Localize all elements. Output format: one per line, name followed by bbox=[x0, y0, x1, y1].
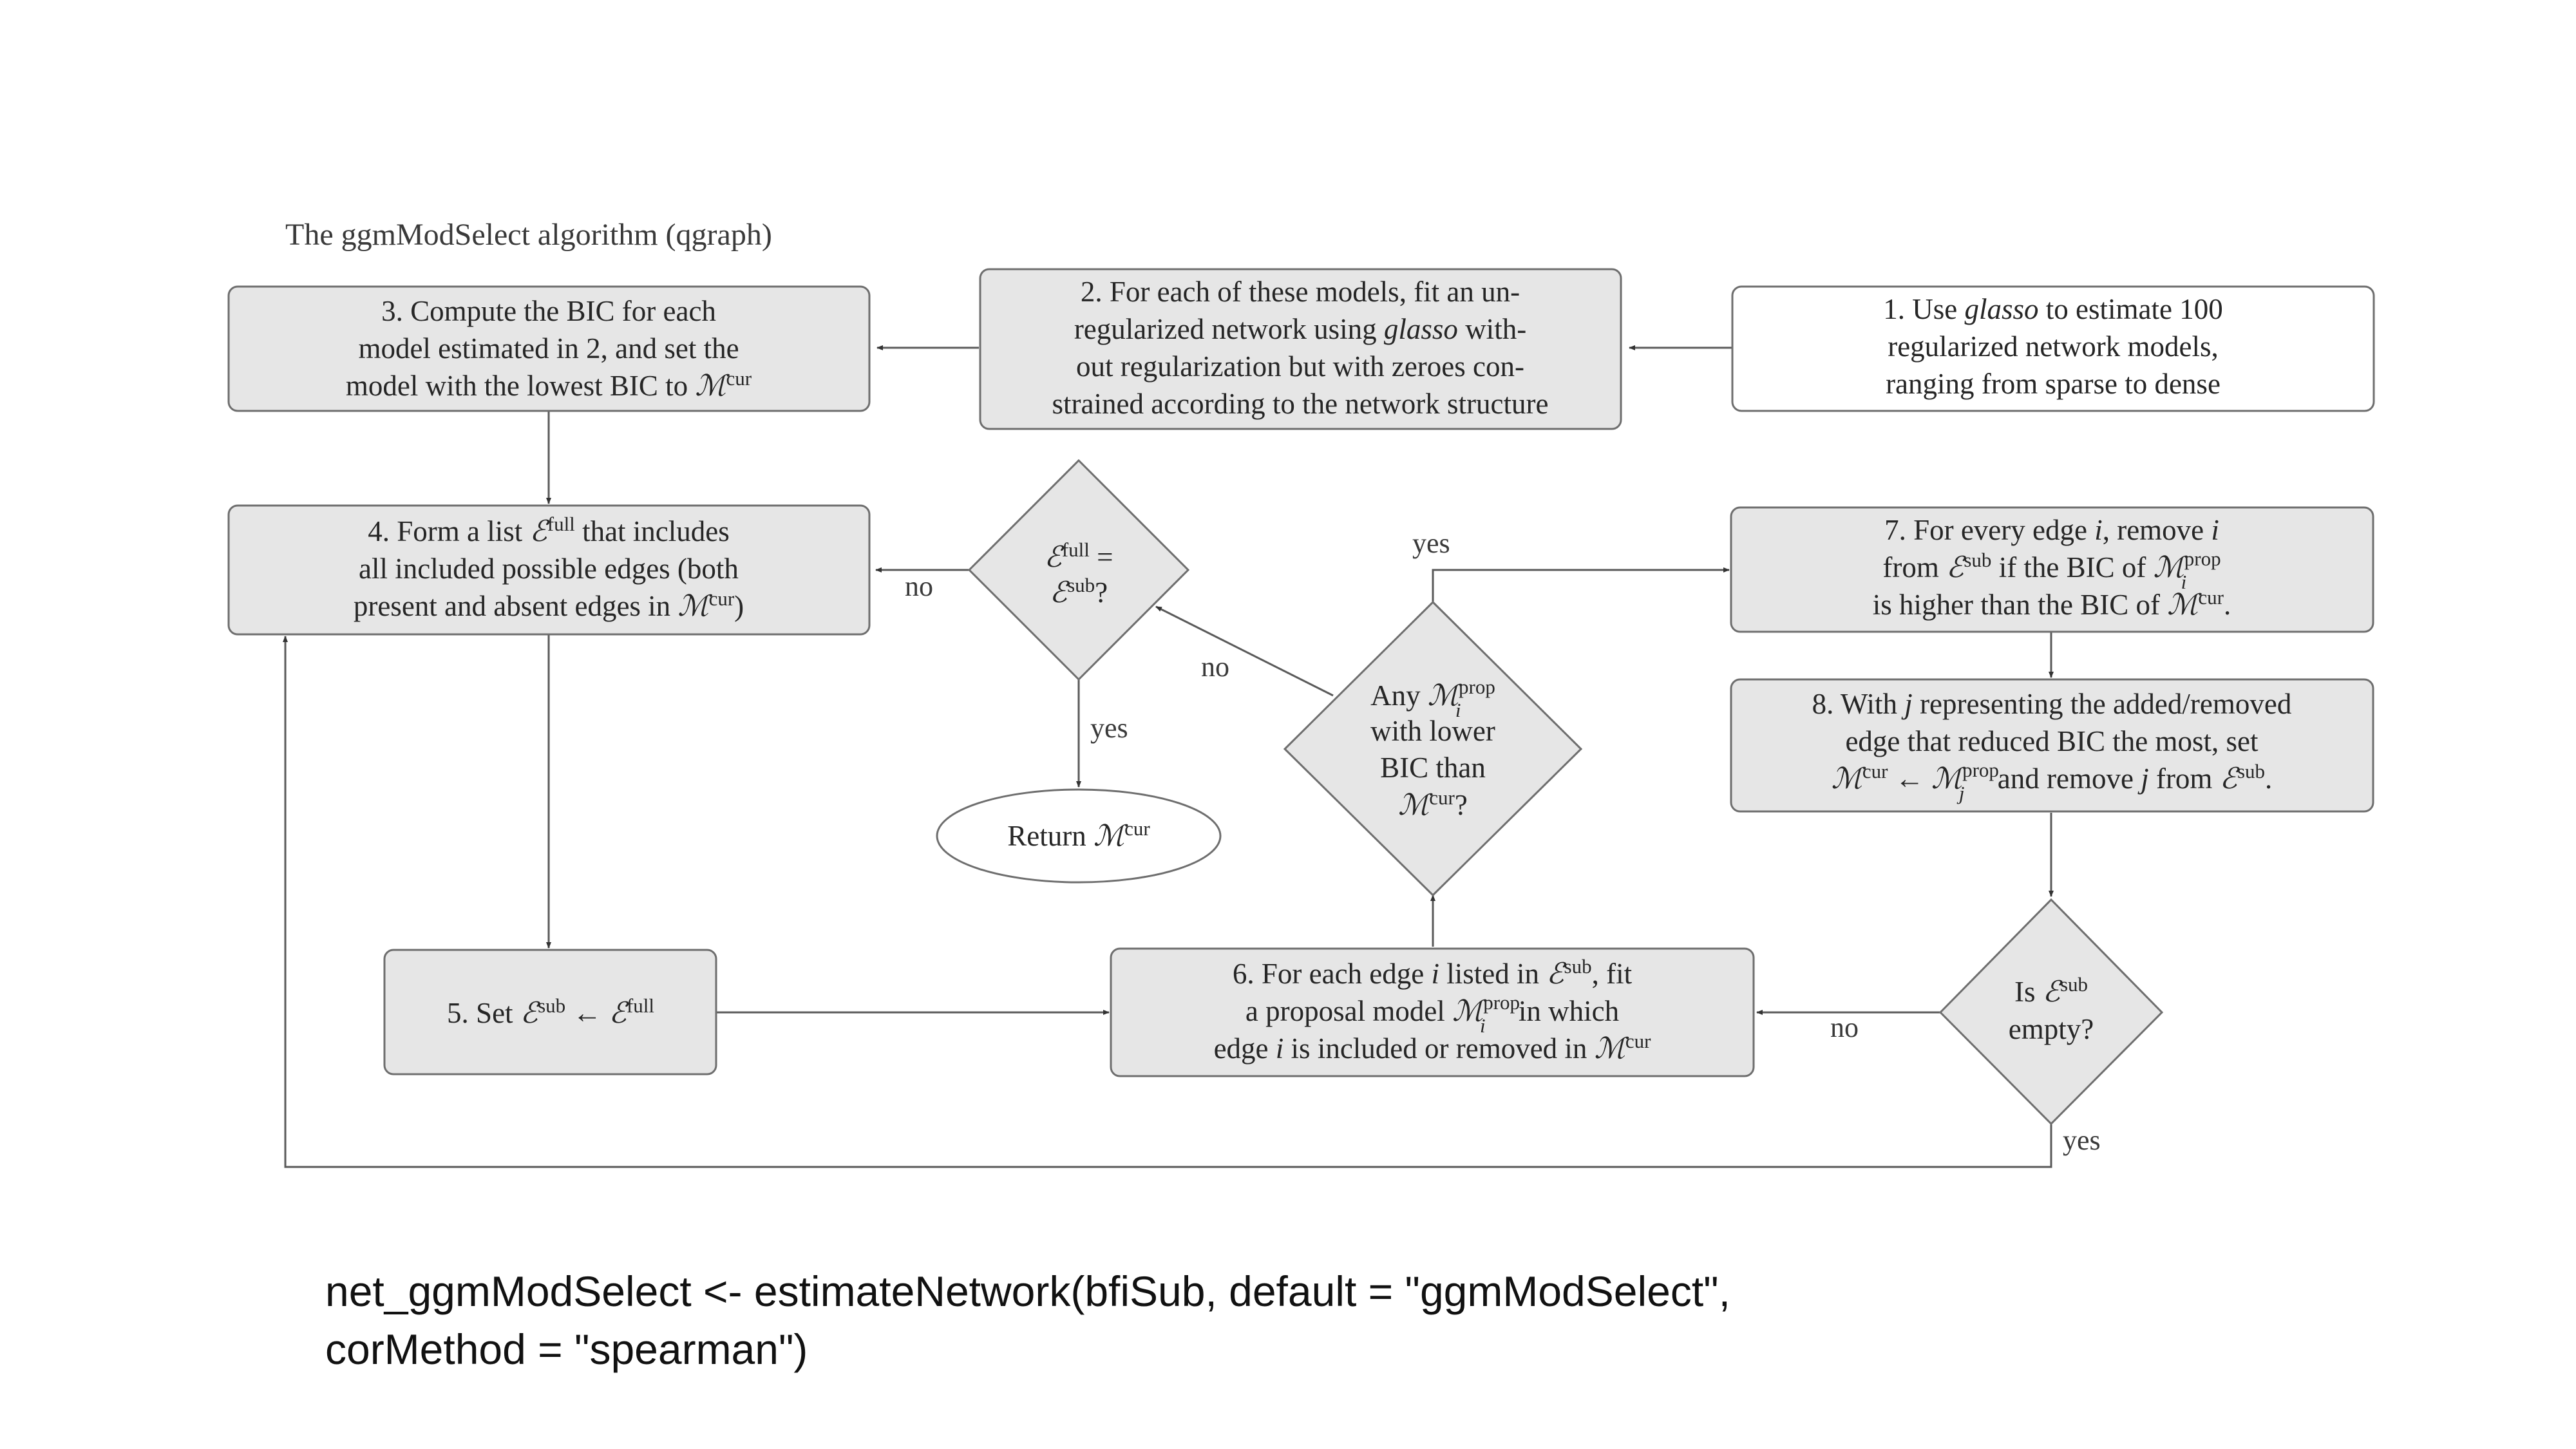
svg-text:3. Compute the BIC for each: 3. Compute the BIC for each bbox=[381, 295, 716, 327]
decision-equal-diamond: ℰfull = ℰsub? bbox=[967, 459, 1190, 681]
step-6-box: 6. For each edge i listed in ℰsub, fit a… bbox=[1110, 947, 1755, 1077]
edge-label-empty-yes: yes bbox=[2063, 1124, 2101, 1156]
svg-text:8. With j representing the add: 8. With j representing the added/removed bbox=[1812, 688, 2292, 720]
edge-label-empty-no: no bbox=[1830, 1012, 1859, 1043]
svg-text:strained according to the netw: strained according to the network struct… bbox=[1052, 388, 1549, 420]
svg-text:Return ℳcur: Return ℳcur bbox=[1007, 817, 1150, 852]
edge-label-any-yes: yes bbox=[1412, 527, 1450, 559]
svg-text:ℰfull =: ℰfull = bbox=[1045, 538, 1113, 573]
code-line-1: net_ggmModSelect <- estimateNetwork(bfiS… bbox=[325, 1267, 1730, 1315]
step-3-box: 3. Compute the BIC for each model estima… bbox=[227, 285, 871, 412]
svg-text:ℳcur?: ℳcur? bbox=[1398, 786, 1468, 821]
step-7-box: 7. For every edge i, remove i from ℰsub … bbox=[1730, 506, 2374, 633]
svg-text:6. For each edge i listed in ℰ: 6. For each edge i listed in ℰsub, fit bbox=[1233, 955, 1633, 990]
edge-any-to-equal bbox=[1155, 605, 1334, 697]
code-snippet: net_ggmModSelect <- estimateNetwork(bfiS… bbox=[325, 1262, 2257, 1378]
flowchart: The ggmModSelect algorithm (qgraph) no y… bbox=[227, 218, 2375, 1168]
step-2-box: 2. For each of these models, fit an un- … bbox=[979, 268, 1622, 430]
step-5-box: 5. Set ℰsub ← ℰfull bbox=[383, 949, 717, 1075]
svg-text:all included possible edges (b: all included possible edges (both bbox=[359, 553, 739, 585]
svg-text:out regularization but with ze: out regularization but with zeroes con- bbox=[1076, 350, 1524, 383]
edge-label-equal-yes: yes bbox=[1090, 712, 1128, 744]
edge-label-equal-no: no bbox=[905, 571, 933, 602]
svg-text:BIC than: BIC than bbox=[1380, 752, 1486, 784]
svg-text:edge that reduced BIC the most: edge that reduced BIC the most, set bbox=[1845, 725, 2259, 757]
svg-text:5. Set ℰsub ← ℰfull: 5. Set ℰsub ← ℰfull bbox=[447, 994, 654, 1029]
edge-any-to-7 bbox=[1432, 567, 1730, 602]
svg-text:7. For every edge i, remove i: 7. For every edge i, remove i bbox=[1884, 514, 2219, 546]
svg-text:present and absent edges in ℳc: present and absent edges in ℳcur) bbox=[354, 587, 744, 622]
edge-empty-to-4 bbox=[283, 636, 2052, 1168]
svg-text:with lower: with lower bbox=[1370, 715, 1495, 747]
decision-empty-diamond: Is ℰsub empty? bbox=[1938, 898, 2164, 1126]
svg-text:is higher than the BIC of ℳcur: is higher than the BIC of ℳcur. bbox=[1873, 586, 2231, 621]
edges bbox=[283, 345, 2054, 1168]
svg-text:ℰsub?: ℰsub? bbox=[1050, 574, 1108, 609]
svg-text:regularized network using glas: regularized network using glasso with- bbox=[1074, 313, 1526, 345]
svg-text:Is ℰsub: Is ℰsub bbox=[2014, 973, 2088, 1008]
step-8-box: 8. With j representing the added/removed… bbox=[1730, 678, 2374, 813]
step-4-box: 4. Form a list ℰfull that includes all i… bbox=[227, 504, 871, 636]
svg-text:1. Use glasso to estimate 100: 1. Use glasso to estimate 100 bbox=[1883, 293, 2222, 325]
code-line-2: corMethod = "spearman") bbox=[325, 1325, 808, 1373]
svg-text:4. Form a list ℰfull that incl: 4. Form a list ℰfull that includes bbox=[368, 513, 730, 547]
svg-text:edge i is included or removed: edge i is included or removed in ℳcur bbox=[1214, 1030, 1651, 1065]
edge-label-any-no: no bbox=[1201, 651, 1229, 683]
svg-text:empty?: empty? bbox=[2009, 1013, 2094, 1045]
svg-text:ranging from sparse to dense: ranging from sparse to dense bbox=[1886, 368, 2221, 400]
svg-text:regularized network models,: regularized network models, bbox=[1888, 330, 2219, 363]
step-1-box: 1. Use glasso to estimate 100 regularize… bbox=[1731, 285, 2375, 412]
svg-text:2. For each of these models, f: 2. For each of these models, fit an un- bbox=[1081, 276, 1520, 308]
return-ellipse: Return ℳcur bbox=[936, 788, 1222, 884]
svg-text:model estimated in 2, and set: model estimated in 2, and set the bbox=[358, 332, 739, 365]
diagram-title: The ggmModSelect algorithm (qgraph) bbox=[285, 218, 772, 252]
svg-text:model with the lowest BIC to ℳ: model with the lowest BIC to ℳcur bbox=[346, 367, 752, 402]
